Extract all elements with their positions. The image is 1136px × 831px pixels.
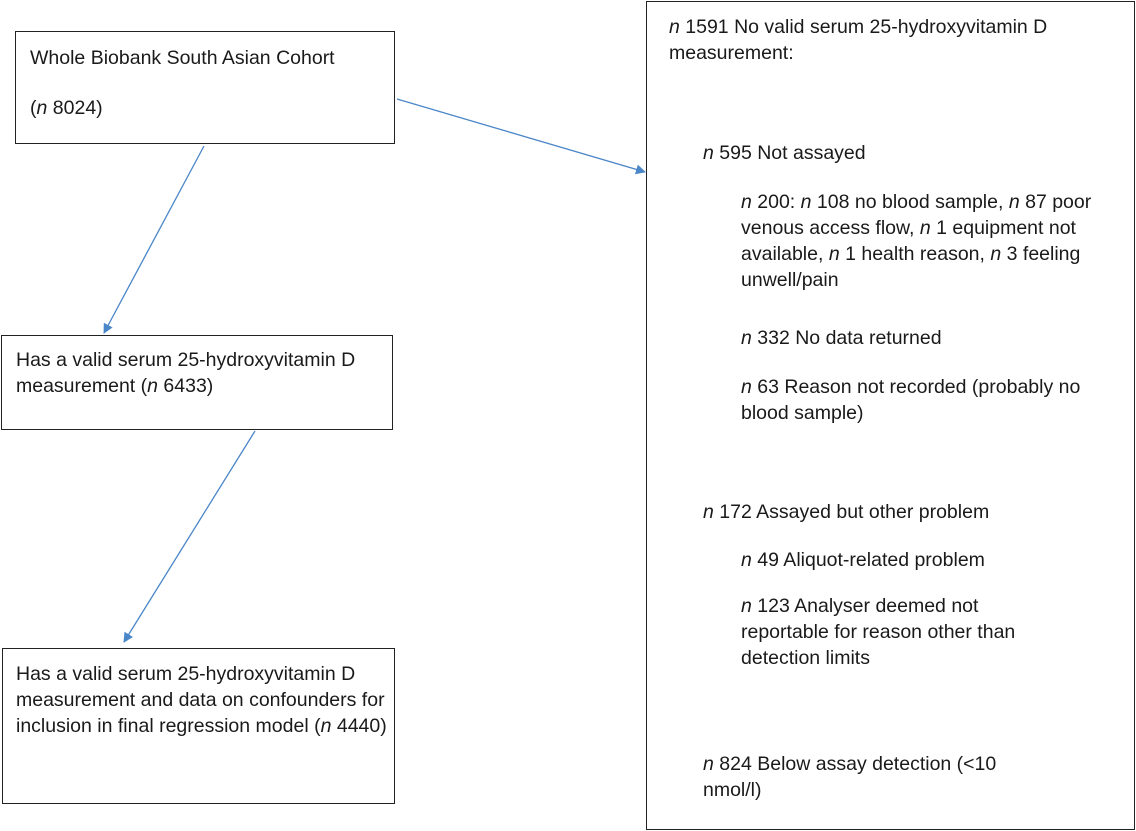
cohort-box: Whole Biobank South Asian Cohort (n 8024… [15, 31, 395, 144]
no-data-item: n 332 No data returned [741, 327, 942, 349]
final-model-text: Has a valid serum 25-hydroxyvitamin D me… [16, 663, 387, 737]
other-problem-item: n 172 Assayed but other problem [703, 501, 990, 523]
not-recorded-item: n 63 Reason not recorded (probably no bl… [741, 376, 1081, 424]
valid-measurement-text: Has a valid serum 25-hydroxyvitamin D me… [16, 349, 356, 397]
analyser-item: n 123 Analyser deemed not reportable for… [741, 595, 1016, 669]
not-assayed-item: n 595 Not assayed [703, 142, 866, 164]
excluded-box: n 1591 No valid serum 25-hydroxyvitamin … [646, 1, 1135, 830]
valid-measurement-box: Has a valid serum 25-hydroxyvitamin D me… [1, 335, 393, 430]
arrow-cohort-to-valid [103, 145, 205, 334]
arrow-cohort-to-excluded [396, 98, 646, 175]
excluded-header: n 1591 No valid serum 25-hydroxyvitamin … [669, 16, 1048, 64]
cohort-count: (n 8024) [30, 97, 103, 119]
below-detection-item: n 824 Below assay detection (<10 nmol/l) [703, 753, 997, 801]
arrow-valid-to-final [123, 430, 256, 643]
aliquot-item: n 49 Aliquot-related problem [741, 549, 985, 571]
final-model-box: Has a valid serum 25-hydroxyvitamin D me… [2, 648, 395, 804]
no-sample-detail: n 200: n 108 no blood sample, n 87 poor … [741, 191, 1092, 291]
cohort-title: Whole Biobank South Asian Cohort [30, 47, 335, 69]
